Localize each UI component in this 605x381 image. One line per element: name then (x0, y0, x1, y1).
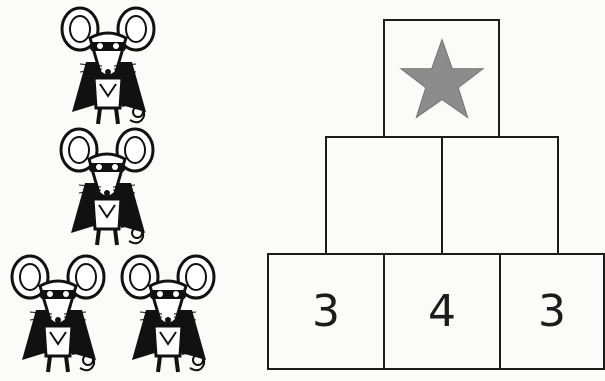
pyramid-bottom-value-1: 3 (312, 290, 340, 334)
mouse-icon (0, 252, 120, 377)
star-icon (399, 36, 485, 122)
mouse-icon (50, 4, 170, 129)
pyramid-bottom-box-3: 3 (499, 253, 605, 370)
pyramid-bottom-value-3: 3 (538, 290, 566, 334)
pyramid-bottom-box-1: 3 (267, 253, 385, 370)
pyramid-middle-box-1[interactable] (325, 136, 443, 255)
pyramid-bottom-value-2: 4 (428, 290, 456, 334)
pyramid-bottom-box-2: 4 (383, 253, 501, 370)
pyramid-middle-box-2[interactable] (441, 136, 559, 255)
mouse-icon (110, 252, 230, 377)
mouse-icon (49, 125, 169, 250)
pyramid-top-box (383, 19, 500, 138)
